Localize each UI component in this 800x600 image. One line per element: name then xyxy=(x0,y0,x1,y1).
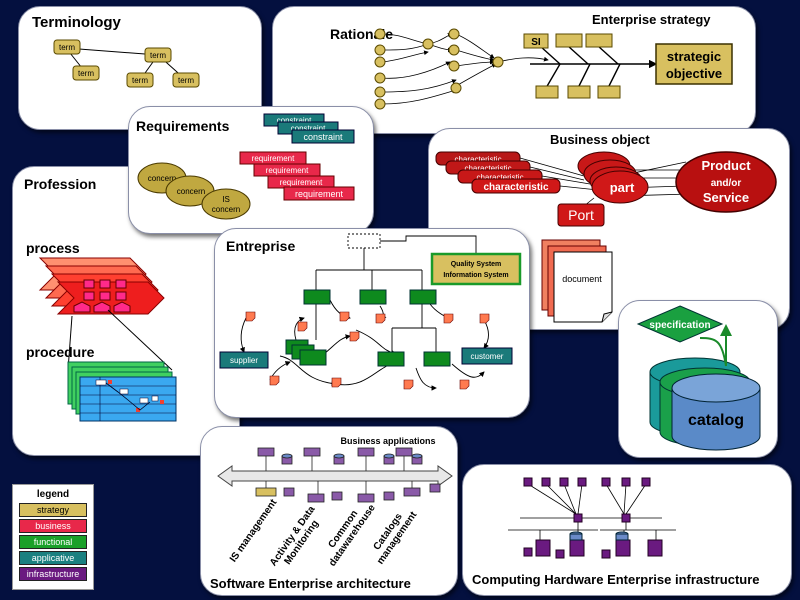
strategy-fishbone xyxy=(530,45,658,89)
svg-text:requirement: requirement xyxy=(280,178,323,187)
svg-text:constraint: constraint xyxy=(291,124,326,133)
characteristic-stack: characteristic characteristic characteri… xyxy=(435,151,561,194)
hardware-disks xyxy=(569,531,629,541)
part-ellipse: part xyxy=(591,170,649,204)
svg-text:constraint: constraint xyxy=(277,116,312,125)
software-bus xyxy=(217,465,453,487)
constraint-box: constraint xyxy=(291,129,355,144)
software-top-apps xyxy=(257,447,423,471)
customer-box: customer xyxy=(461,347,513,365)
strategic-objective-box: strategic objective xyxy=(655,43,733,85)
terminology-title: Terminology xyxy=(32,14,121,31)
svg-text:supplier: supplier xyxy=(230,356,258,365)
legend-title: legend xyxy=(36,489,70,500)
svg-text:and/or: and/or xyxy=(711,178,742,189)
svg-text:characteristic: characteristic xyxy=(476,173,523,182)
rationale-network xyxy=(381,32,549,105)
supplier-box: supplier xyxy=(219,351,269,369)
catalog-cylinders: catalog xyxy=(649,357,761,451)
svg-text:part: part xyxy=(610,180,635,195)
svg-text:requirement: requirement xyxy=(266,166,309,175)
requirement-box: requirement xyxy=(239,151,307,165)
svg-text:IS: IS xyxy=(222,195,230,204)
port-box: Port xyxy=(557,203,605,227)
hardware-title: Computing Hardware Enterprise infrastruc… xyxy=(472,572,760,587)
enterprise-strategy-title: Enterprise strategy xyxy=(592,12,711,27)
characteristic-box: characteristic xyxy=(471,178,561,194)
svg-text:term: term xyxy=(178,76,194,85)
legend-item-applicative: applicative xyxy=(19,551,87,565)
requirement-box: requirement xyxy=(267,175,335,189)
svg-text:Service: Service xyxy=(703,190,749,205)
legend: legend strategy business functional applica… xyxy=(12,484,94,590)
svg-text:Product: Product xyxy=(701,158,751,173)
business-flags xyxy=(245,311,490,390)
svg-text:strategic: strategic xyxy=(667,49,721,64)
svg-text:specification: specification xyxy=(649,320,710,331)
entreprise-title: Entreprise xyxy=(226,238,296,254)
term-box: term xyxy=(126,72,154,88)
svg-text:characteristic: characteristic xyxy=(464,164,511,173)
product-service-ellipse: Product and/or Service xyxy=(675,151,777,213)
svg-text:requirement: requirement xyxy=(252,154,295,163)
svg-text:customer: customer xyxy=(471,352,504,361)
procedure-screens xyxy=(67,361,177,422)
hardware-network xyxy=(508,483,676,544)
catalog-label: catalog xyxy=(688,412,744,429)
document-stack: document xyxy=(541,239,613,323)
hardware-nodes xyxy=(523,477,663,559)
process-title: process xyxy=(26,240,80,256)
legend-item-functional: functional xyxy=(19,535,87,549)
svg-text:concern: concern xyxy=(177,187,205,196)
rationale-nodes xyxy=(374,28,504,110)
is-concern-ellipse: IS concern xyxy=(201,188,251,220)
legend-item-business: business xyxy=(19,519,87,533)
term-box: term xyxy=(172,72,200,88)
svg-text:document: document xyxy=(562,274,602,284)
process-zoom-lines xyxy=(67,309,173,371)
requirement-box: requirement xyxy=(253,163,321,177)
term-box: term xyxy=(53,39,81,55)
svg-text:constraint: constraint xyxy=(303,132,343,142)
svg-text:term: term xyxy=(132,76,148,85)
requirements-title: Requirements xyxy=(136,118,230,134)
software-title: Software Enterprise architecture xyxy=(210,576,411,591)
strategy-boxes xyxy=(535,33,621,99)
svg-text:term: term xyxy=(150,51,166,60)
svg-text:objective: objective xyxy=(666,66,722,81)
svg-text:characteristic: characteristic xyxy=(483,182,548,193)
software-bottom-apps xyxy=(255,481,441,503)
business-object-title: Business object xyxy=(550,132,650,147)
term-box: term xyxy=(144,47,172,63)
svg-text:SI: SI xyxy=(531,37,541,48)
spec-arrow xyxy=(699,324,732,367)
profession-title: Profession xyxy=(24,176,97,192)
svg-text:concern: concern xyxy=(148,174,176,183)
functional-boxes xyxy=(285,289,451,367)
legend-item-strategy: strategy xyxy=(19,503,87,517)
process-chevrons xyxy=(38,257,165,315)
svg-text:Quality System: Quality System xyxy=(451,261,502,268)
svg-text:term: term xyxy=(78,69,94,78)
svg-text:requirement: requirement xyxy=(295,189,344,199)
business-applications-label: Business applications xyxy=(340,436,435,446)
svg-text:concern: concern xyxy=(212,205,240,214)
requirement-box: requirement xyxy=(283,186,355,201)
specification-diamond: specification xyxy=(636,305,724,343)
si-box: SI xyxy=(523,33,549,49)
legend-item-infrastructure: infrastructure xyxy=(19,567,87,581)
procedure-title: procedure xyxy=(26,344,95,360)
quality-system-box: Quality System Information System xyxy=(430,252,522,286)
svg-text:characteristic: characteristic xyxy=(454,155,501,164)
svg-text:term: term xyxy=(59,43,75,52)
term-box: term xyxy=(72,65,100,81)
svg-text:Information System: Information System xyxy=(443,272,508,279)
svg-text:Port: Port xyxy=(568,207,594,223)
